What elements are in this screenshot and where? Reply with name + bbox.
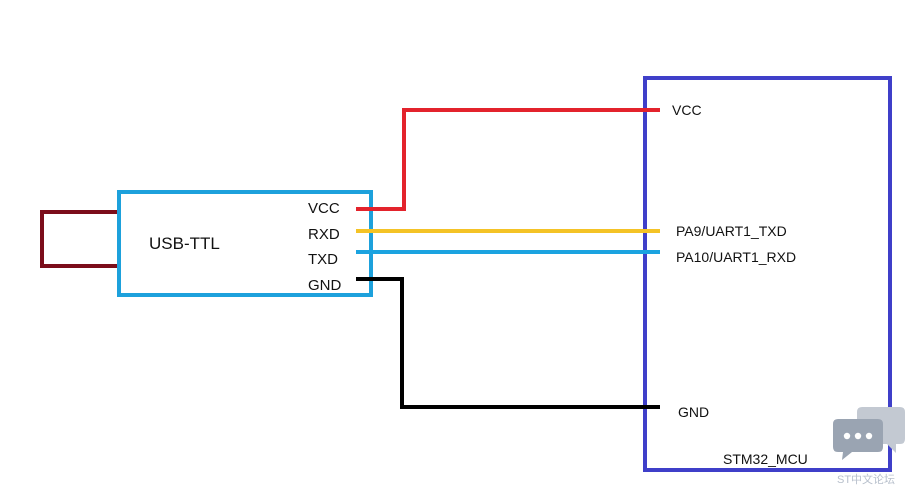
mcu-pin-gnd: GND — [678, 404, 710, 420]
mcu-pin-vcc: VCC — [672, 102, 702, 118]
chat-bubbles-icon — [833, 407, 905, 460]
usb-ttl-pin-gnd: GND — [308, 277, 342, 294]
usb-ttl-pin-vcc: VCC — [308, 200, 340, 217]
usb-connector — [40, 210, 121, 268]
usb-ttl-pin-rxd: RXD — [308, 226, 340, 243]
mcu-title: STM32_MCU — [723, 451, 808, 467]
mcu-pin-pa9: PA9/UART1_TXD — [676, 223, 787, 239]
gnd-wire — [356, 277, 660, 409]
usb-ttl-module — [117, 190, 373, 297]
vcc-wire — [356, 108, 660, 211]
watermark-text: ST中文论坛 — [837, 474, 896, 486]
mcu-module — [643, 76, 892, 472]
usb-ttl-title: USB-TTL — [149, 234, 220, 253]
mcu-pin-pa10: PA10/UART1_RXD — [676, 249, 797, 265]
usb-ttl-pin-txd: TXD — [308, 251, 338, 268]
